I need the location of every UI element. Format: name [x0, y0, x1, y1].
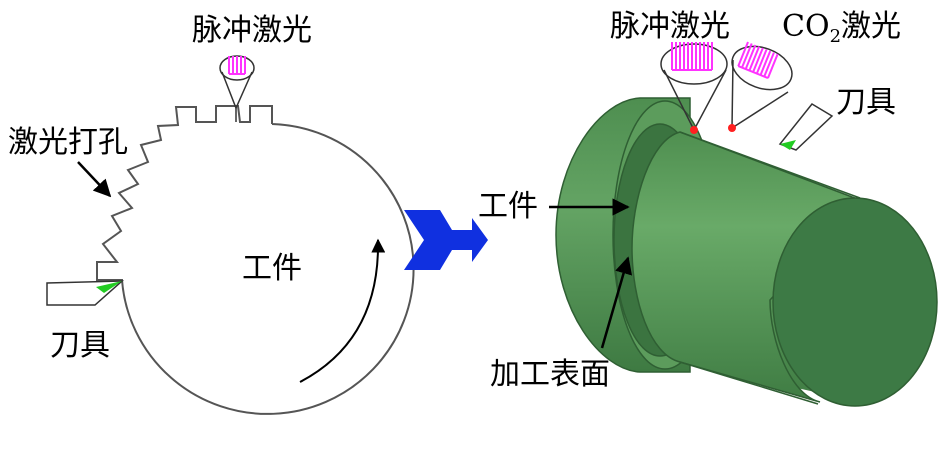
process-arrow-icon [404, 210, 488, 270]
workpiece-outline [96, 105, 415, 415]
right-pulse-laser-label: 脉冲激光 [610, 9, 730, 44]
cylinder-front-face [772, 197, 938, 407]
left-workpiece-label: 工件 [242, 251, 302, 286]
tool-icon [46, 280, 125, 306]
laser-ray [737, 41, 749, 67]
machined-surface-pointer [600, 256, 633, 349]
laser-ray-front [737, 65, 769, 80]
laser-ray [763, 52, 775, 77]
pulse-laser-spot [690, 126, 698, 134]
machined-surface-label: 加工表面 [490, 357, 610, 392]
laser-ray [759, 50, 772, 76]
co2-laser-spot [728, 124, 736, 132]
left-tool-label: 刀具 [50, 328, 110, 363]
cylinder-side [631, 131, 862, 403]
co2-laser-label: CO2激光 [782, 9, 901, 47]
laser-head-icon [219, 55, 255, 122]
laser-ray [767, 53, 779, 79]
drilling-pointer [77, 161, 112, 198]
right-diagram: 脉冲激光 CO2激光 刀具 工件 加工表面 [478, 9, 938, 407]
right-workpiece-label: 工件 [478, 189, 538, 224]
laser-ray [755, 49, 768, 74]
laser-ray [752, 47, 764, 73]
laser-ray [741, 43, 753, 68]
laser-ray [748, 46, 761, 71]
laser-drilling-label: 激光打孔 [8, 125, 128, 160]
rotation-arrow [299, 238, 386, 383]
right-pulse-laser-head-icon [660, 42, 728, 132]
co2-laser-head-icon [731, 41, 793, 130]
laser-ray [744, 44, 757, 70]
left-pulse-laser-label: 脉冲激光 [192, 13, 312, 48]
right-tool-label: 刀具 [836, 85, 896, 120]
left-diagram: 脉冲激光 激光打孔 工件 刀具 [8, 13, 415, 415]
right-tool-icon [778, 103, 834, 151]
